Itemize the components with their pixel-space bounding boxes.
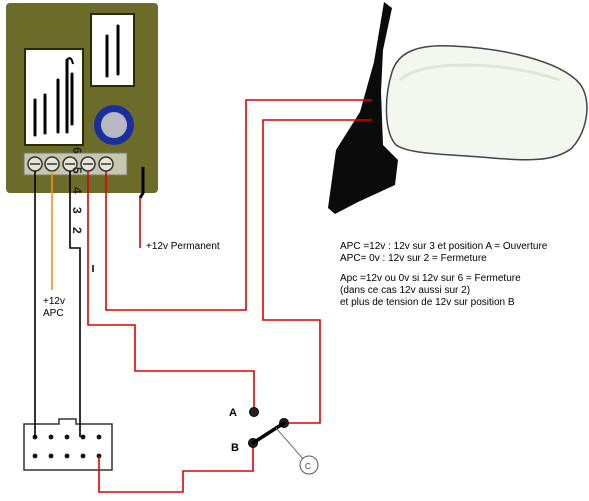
note-line: APC= 0v : 12v sur 2 = Fermeture [340,253,487,264]
apc-label-line1: +12v [43,296,65,307]
label-a: A [229,407,237,419]
apc-label-line2: APC [43,308,64,319]
note-line: Apc =12v ou 0v si 12v sur 6 = Fermeture [340,273,521,284]
label-b: B [231,442,239,454]
wire-terminal3-to-a [87,171,255,409]
explanation-notes: APC =12v : 12v sur 3 et position A = Ouv… [340,241,547,309]
connector [23,418,113,471]
permanent-label: +12v Permanent [146,241,220,252]
wire-terminal2-to-mirror [105,99,372,311]
switch-lever [251,421,286,445]
terminal-screws [27,156,114,172]
switch [248,407,319,475]
wire-mirror-to-switch [262,119,372,424]
label-c: C [305,462,311,471]
mirror-image [318,0,589,215]
red-wires [87,99,372,493]
wire-connector-to-b [98,445,254,493]
note-line: et plus de tension de 12v sur position B [340,297,515,308]
relay-component-right [90,13,135,87]
black-wires [34,171,81,437]
control-module [6,3,158,199]
terminal-numbers: 6 5 4 3 2 [70,147,84,239]
pointer-line [275,427,305,461]
contact-a [249,407,259,417]
label-c-circle [299,455,319,475]
note-spacer [340,265,547,273]
mirror-mount [328,2,398,214]
note-line: APC =12v : 12v sur 3 et position A = Ouv… [340,241,548,252]
note-line: (dans ce cas 12v aussi sur 2) [340,285,471,296]
module-lead-wire [138,167,145,199]
